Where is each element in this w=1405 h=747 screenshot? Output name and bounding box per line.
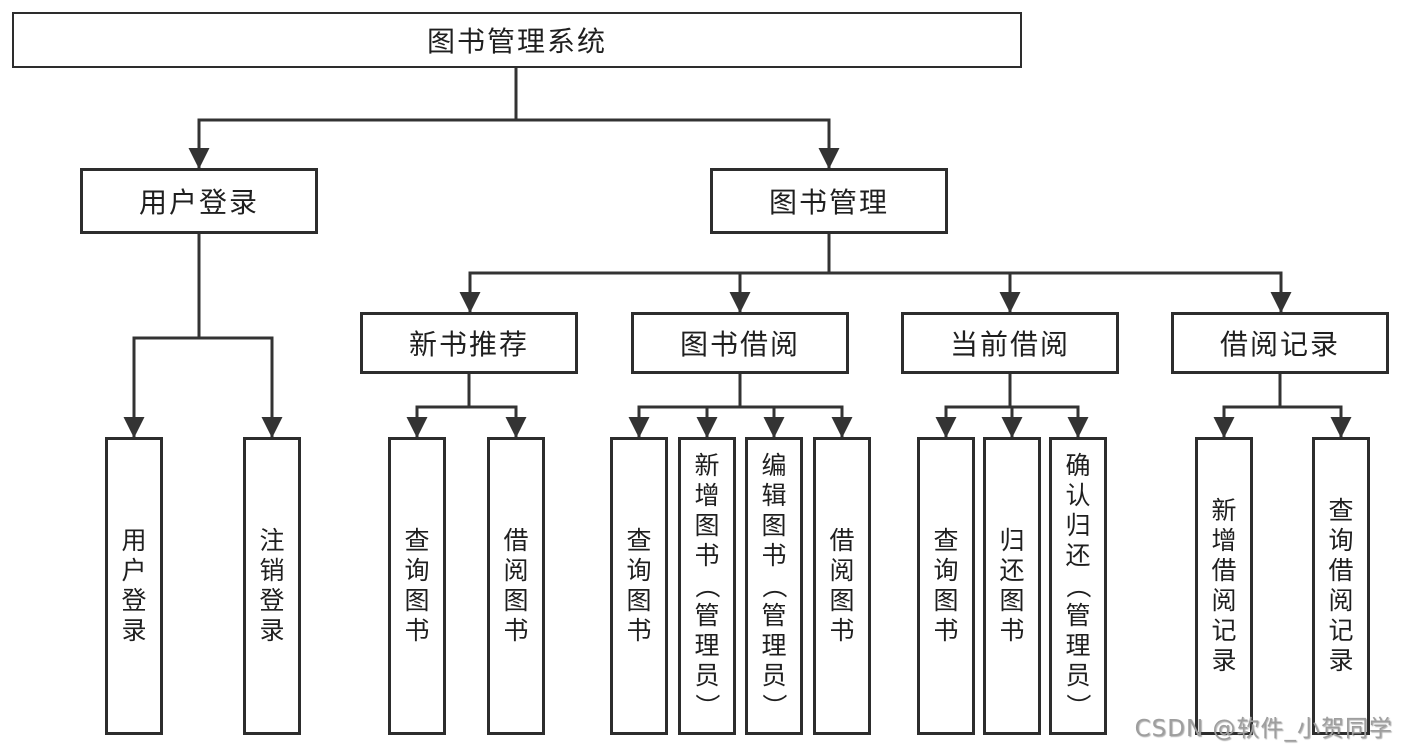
watermark: CSDN @软件_小贺同学 [1134,716,1393,742]
node-current-borrowing-label: 当前借阅 [949,328,1070,361]
node-user-login-label: 用户登录 [138,186,259,219]
node-borrowing-records-label: 借阅记录 [1219,328,1340,361]
node-book-borrowing-label: 图书借阅 [679,328,800,361]
connector-book-management-branch [459,234,1292,314]
leaf-logout: 注销登录 [243,437,301,735]
node-current-borrowing: 当前借阅 [901,312,1119,374]
leaf-confirm-return-admin: 确认归还（管理员） [1049,437,1107,735]
node-user-login: 用户登录 [80,168,318,234]
connector-book-borrowing-branch [628,374,853,439]
leaf-query-borrow-record: 查询借阅记录 [1312,437,1370,735]
leaf-edit-books-admin-label: 编辑图书（管理员） [759,451,789,719]
connector-current-borrowing-branch [935,374,1089,439]
leaf-borrow-books-borrowing-label: 借阅图书 [829,526,855,645]
leaf-query-books-recommend-label: 查询图书 [404,526,430,645]
leaf-add-books-admin-label: 新增图书（管理员） [692,451,722,719]
leaf-query-books-current: 查询图书 [917,437,975,735]
node-new-book-recommend-label: 新书推荐 [408,328,529,361]
leaf-query-books-recommend: 查询图书 [388,437,446,735]
leaf-user-login: 用户登录 [105,437,163,735]
node-borrowing-records: 借阅记录 [1171,312,1389,374]
connector-borrowing-records-branch [1213,374,1352,439]
connector-root-to-level2 [188,67,840,170]
leaf-logout-label: 注销登录 [259,526,285,645]
leaf-add-borrow-record-label: 新增借阅记录 [1211,496,1237,675]
leaf-return-books-label: 归还图书 [999,526,1025,645]
node-book-management: 图书管理 [710,168,948,234]
node-new-book-recommend: 新书推荐 [360,312,578,374]
node-book-borrowing: 图书借阅 [631,312,849,374]
node-root-label: 图书管理系统 [426,25,607,58]
leaf-borrow-books-recommend-label: 借阅图书 [503,526,529,645]
leaf-user-login-label: 用户登录 [121,526,147,645]
leaf-borrow-books-recommend: 借阅图书 [487,437,545,735]
leaf-confirm-return-admin-label: 确认归还（管理员） [1063,451,1093,719]
leaf-add-books-admin: 新增图书（管理员） [678,437,736,735]
leaf-query-books-borrowing: 查询图书 [610,437,668,735]
leaf-query-borrow-record-label: 查询借阅记录 [1328,496,1354,675]
connector-user-login-branch [123,234,283,439]
leaf-borrow-books-borrowing: 借阅图书 [813,437,871,735]
leaf-query-books-borrowing-label: 查询图书 [626,526,652,645]
leaf-add-borrow-record: 新增借阅记录 [1195,437,1253,735]
node-book-management-label: 图书管理 [768,186,889,219]
connector-new-book-branch [406,374,527,439]
leaf-query-books-current-label: 查询图书 [933,526,959,645]
node-root: 图书管理系统 [12,12,1022,68]
leaf-edit-books-admin: 编辑图书（管理员） [745,437,803,735]
leaf-return-books: 归还图书 [983,437,1041,735]
